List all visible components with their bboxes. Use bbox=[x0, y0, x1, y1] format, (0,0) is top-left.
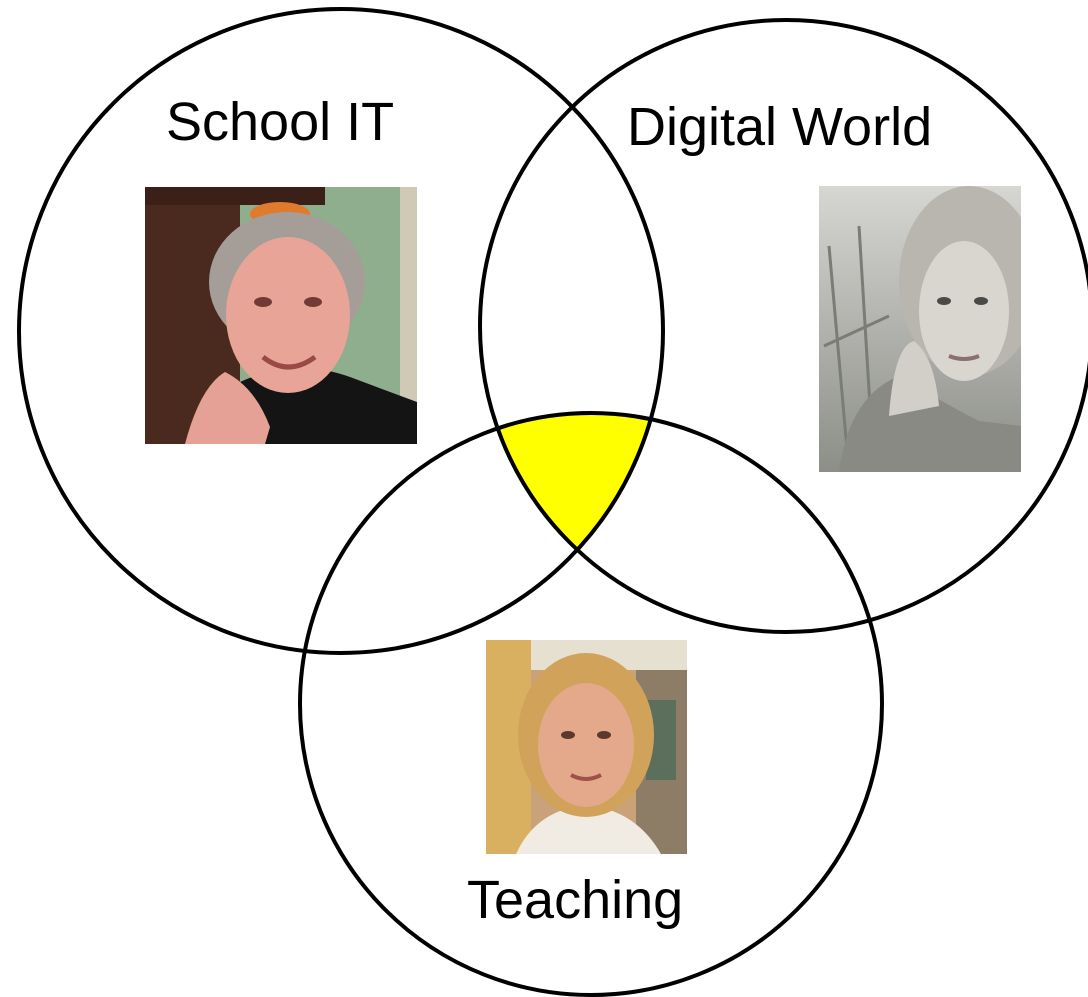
circle-digital-world bbox=[478, 18, 1088, 634]
label-digital-world: Digital World bbox=[627, 97, 933, 157]
photo-school-it bbox=[145, 187, 417, 444]
circle-school-it bbox=[17, 7, 665, 655]
photo-teaching bbox=[486, 640, 687, 854]
circle-teaching bbox=[298, 411, 884, 997]
label-school-it: School IT bbox=[166, 92, 395, 152]
photo-digital-world bbox=[819, 186, 1021, 472]
label-teaching: Teaching bbox=[467, 870, 684, 930]
